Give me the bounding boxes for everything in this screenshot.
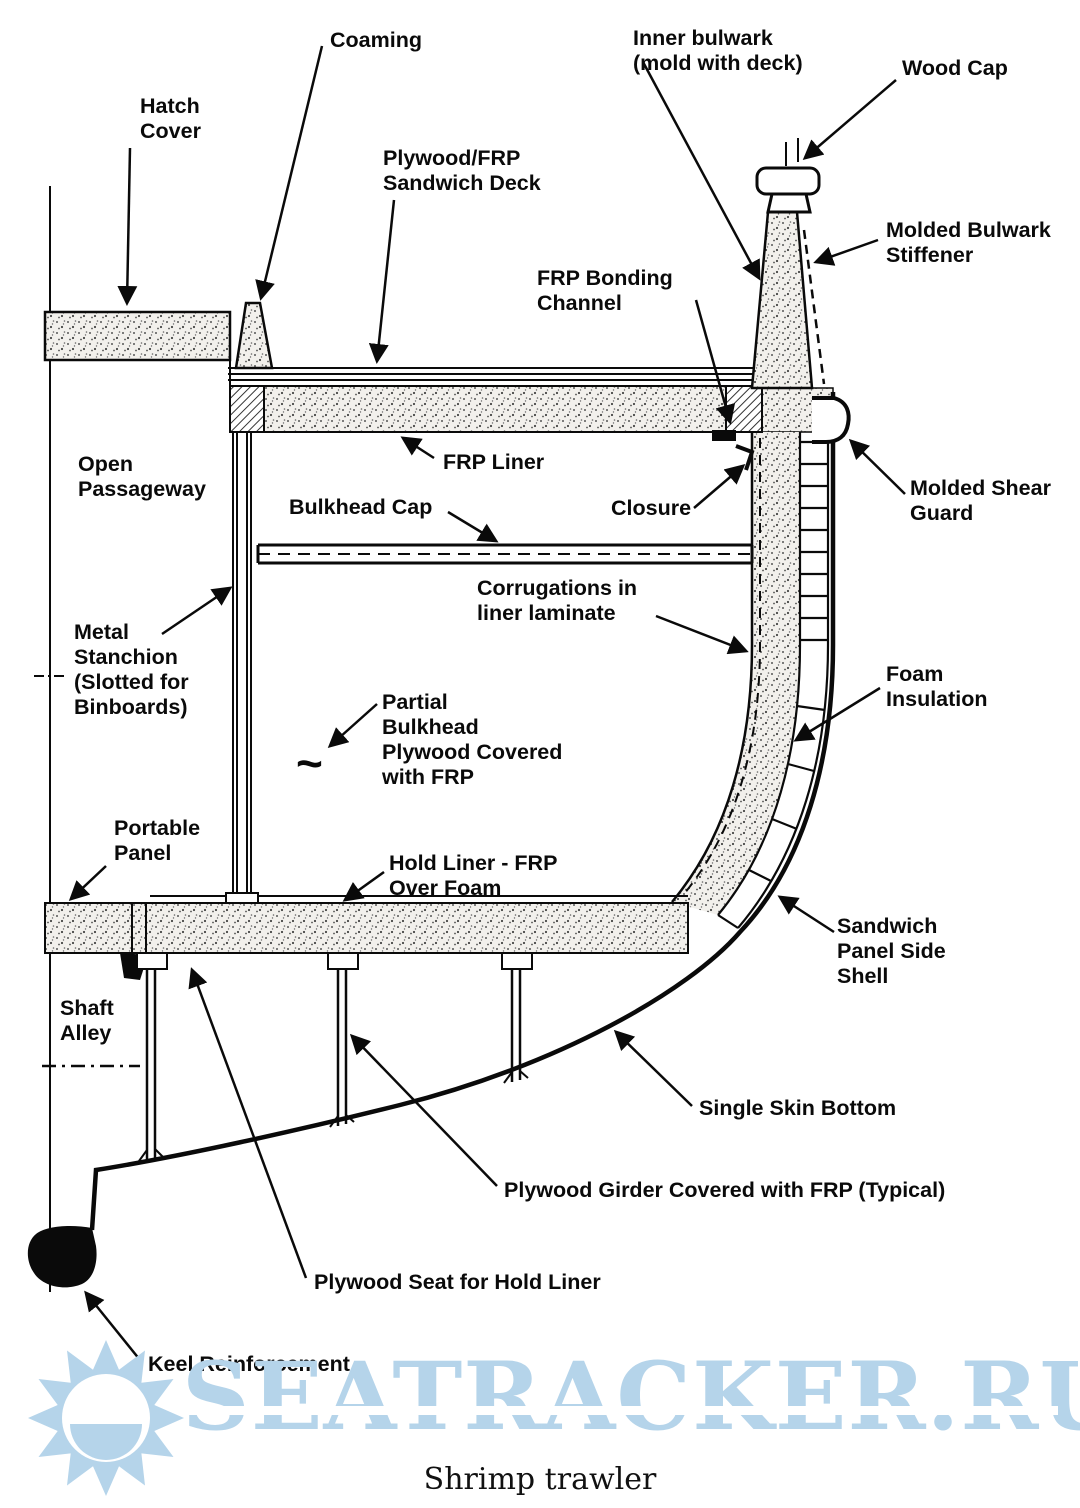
sandwich-core [717, 432, 830, 929]
leader-closure [693, 464, 746, 509]
label-shear-guard: Molded Shear Guard [910, 476, 1051, 526]
leader-plywood-girder [349, 1033, 498, 1187]
leader-keel [84, 1290, 141, 1361]
leader-metal-stanchion [161, 586, 233, 636]
leader-foam-insulation [793, 686, 881, 742]
leader-hold-liner [342, 870, 385, 902]
wood-cap-shape [755, 166, 821, 196]
label-hatch-cover: Hatch Cover [140, 94, 201, 144]
keel-reinforcement-shape [27, 1226, 97, 1288]
leader-inner-bulwark [641, 61, 761, 281]
leader-lines [68, 45, 906, 1361]
label-sandwich-shell: Sandwich Panel Side Shell [837, 914, 946, 989]
frp-bonding-channel-shape [712, 430, 736, 441]
hull-centerline [34, 186, 66, 1292]
metal-stanchion-shape [225, 432, 259, 904]
bulwark-assembly [750, 138, 851, 444]
leader-coaming [255, 45, 324, 301]
leader-frp-bonding [694, 299, 736, 425]
label-metal-stanchion: Metal Stanchion (Slotted for Binboards) [74, 620, 189, 720]
label-foam-insulation: Foam Insulation [886, 662, 988, 712]
leader-bulwark-stiffener [813, 238, 879, 266]
leader-partial-bulkhead [327, 703, 378, 748]
label-bulkhead-cap: Bulkhead Cap [289, 495, 433, 519]
label-wood-cap: Wood Cap [902, 56, 1008, 80]
leader-corrugations [655, 614, 749, 655]
label-sandwich-deck: Plywood/FRP Sandwich Deck [383, 146, 541, 196]
corrugated-liner [671, 432, 761, 903]
plywood-girders [136, 952, 533, 1162]
watermark-text: SEATRACKER.RU [182, 1342, 1080, 1452]
tilde-mark: ~ [296, 737, 323, 789]
leader-shear-guard [848, 438, 906, 495]
label-corrugations: Corrugations in liner laminate [477, 576, 638, 626]
leader-bulkhead-cap [447, 510, 499, 543]
leader-sandwich-deck [368, 199, 396, 364]
label-frp-bonding: FRP Bonding Channel [537, 266, 673, 316]
hold-liner-band [44, 895, 689, 954]
label-plywood-girder: Plywood Girder Covered with FRP (Typical… [504, 1178, 946, 1202]
leader-single-skin [613, 1029, 693, 1107]
label-frp-liner: FRP Liner [443, 450, 545, 474]
coaming-shape [234, 301, 274, 370]
leader-portable-panel [68, 865, 107, 902]
watermark-sun-icon [28, 1340, 184, 1496]
sandwich-deck-shape [228, 367, 766, 433]
hatch-cover-deck [43, 310, 232, 362]
watermark-stripe [186, 1406, 1058, 1415]
label-keel-reinforcement: Keel Reinforcement [148, 1352, 350, 1376]
label-inner-bulwark: Inner bulwark (mold with deck) [633, 26, 803, 76]
label-shaft-alley: Shaft Alley [60, 996, 114, 1046]
label-portable-panel: Portable Panel [114, 816, 201, 866]
label-open-passageway: Open Passageway [78, 452, 206, 502]
figure-caption: Shrimp trawler [423, 1462, 657, 1497]
label-closure: Closure [611, 496, 692, 520]
label-plywood-seat: Plywood Seat for Hold Liner [314, 1270, 601, 1294]
leader-plywood-seat [188, 967, 308, 1279]
leader-wood-cap [802, 79, 897, 160]
label-bulwark-stiffener: Molded Bulwark Stiffener [886, 218, 1051, 268]
leader-hatch-cover [117, 147, 138, 306]
label-partial-bulkhead: Partial Bulkhead Plywood Covered with FR… [382, 690, 563, 790]
outer-skin-single-skin-bottom [89, 392, 836, 1231]
leader-sandwich-shell [777, 895, 835, 934]
foam-insulation-band [672, 432, 800, 915]
wood-cap-neck [766, 192, 812, 214]
label-hold-liner: Hold Liner - FRP Over Foam [389, 851, 558, 901]
label-coaming: Coaming [330, 28, 422, 52]
bulwark-stiffener-line [802, 229, 826, 385]
closure-shape [735, 444, 755, 471]
inner-bulwark-shape [750, 210, 814, 390]
molded-shear-guard-shape [812, 396, 851, 444]
leader-frp-liner [400, 436, 435, 460]
label-single-skin-bottom: Single Skin Bottom [699, 1096, 897, 1120]
bulkhead-cap-shape [256, 543, 754, 565]
